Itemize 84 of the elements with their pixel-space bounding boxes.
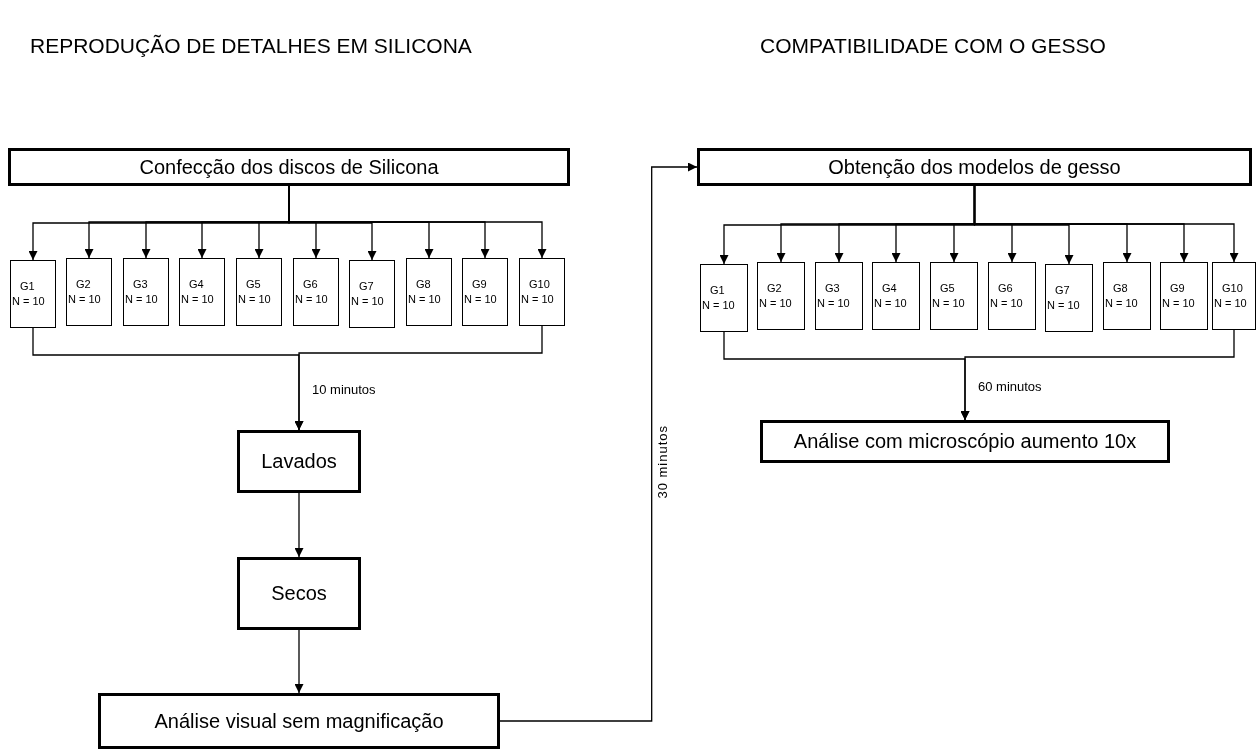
process-box: [237, 557, 361, 630]
group-box: [66, 258, 112, 326]
group-box: [1160, 262, 1208, 330]
group-box: [1103, 262, 1151, 330]
process-box: [8, 148, 570, 186]
sample-size: N = 10: [817, 298, 851, 309]
sample-size: N = 10: [351, 296, 385, 307]
group-name: G9: [471, 279, 488, 290]
group-name: G6: [997, 283, 1014, 294]
sample-size: N = 10: [759, 298, 793, 309]
group-box: [123, 258, 169, 326]
process-label: Secos: [271, 581, 327, 606]
group-name: G10: [528, 279, 551, 290]
sample-size: N = 10: [238, 294, 272, 305]
group-name: G8: [415, 279, 432, 290]
section-heading: REPRODUÇÃO DE DETALHES EM SILICONA: [30, 33, 472, 59]
sample-size: N = 10: [990, 298, 1024, 309]
edge-label: 30 minutos: [655, 424, 669, 500]
process-box: [760, 420, 1170, 463]
arrow: [294, 629, 304, 694]
process-box: [98, 693, 500, 749]
section-heading: COMPATIBILIDADE COM O GESSO: [760, 33, 1106, 59]
group-box: [179, 258, 225, 326]
arrow: [294, 325, 543, 431]
process-label: Obtenção dos modelos de gesso: [828, 154, 1121, 180]
process-box: [237, 430, 361, 493]
sample-size: N = 10: [1214, 298, 1248, 309]
arrow: [960, 329, 1235, 421]
sample-size: N = 10: [874, 298, 908, 309]
sample-size: N = 10: [125, 294, 159, 305]
group-name: G2: [766, 283, 783, 294]
group-box: [1212, 262, 1256, 330]
group-box: [462, 258, 508, 326]
arrow: [288, 185, 547, 259]
sample-size: N = 10: [521, 294, 555, 305]
group-name: G3: [824, 283, 841, 294]
group-name: G7: [1054, 285, 1071, 296]
group-box: [872, 262, 920, 330]
process-label: Lavados: [261, 449, 337, 474]
group-box: [236, 258, 282, 326]
group-name: G6: [302, 279, 319, 290]
sample-size: N = 10: [1047, 300, 1081, 311]
group-name: G7: [358, 281, 375, 292]
group-box: [815, 262, 863, 330]
group-name: G3: [132, 279, 149, 290]
sample-size: N = 10: [68, 294, 102, 305]
sample-size: N = 10: [464, 294, 498, 305]
group-name: G1: [19, 281, 36, 292]
group-box: [349, 260, 395, 328]
group-box: [988, 262, 1036, 330]
sample-size: N = 10: [932, 298, 966, 309]
group-box: [406, 258, 452, 326]
group-name: G10: [1221, 283, 1244, 294]
edge-label: 10 minutos: [311, 382, 377, 396]
arrow: [973, 185, 1239, 263]
sample-size: N = 10: [181, 294, 215, 305]
group-name: G5: [939, 283, 956, 294]
sample-size: N = 10: [408, 294, 442, 305]
group-name: G2: [75, 279, 92, 290]
process-label: Análise visual sem magnificação: [154, 708, 444, 734]
group-box: [930, 262, 978, 330]
group-box: [757, 262, 805, 330]
group-name: G4: [881, 283, 898, 294]
group-name: G4: [188, 279, 205, 290]
sample-size: N = 10: [1162, 298, 1196, 309]
group-box: [1045, 264, 1093, 332]
sample-size: N = 10: [12, 296, 46, 307]
process-box: [697, 148, 1252, 186]
group-name: G5: [245, 279, 262, 290]
process-label: Confecção dos discos de Silicona: [139, 154, 439, 180]
edge-label: 60 minutos: [977, 379, 1043, 393]
sample-size: N = 10: [1105, 298, 1139, 309]
group-box: [519, 258, 565, 326]
group-box: [700, 264, 748, 332]
arrow: [499, 162, 698, 722]
sample-size: N = 10: [295, 294, 329, 305]
group-box: [10, 260, 56, 328]
process-label: Análise com microscópio aumento 10x: [793, 429, 1137, 454]
group-name: G9: [1169, 283, 1186, 294]
sample-size: N = 10: [702, 300, 736, 311]
group-name: G1: [709, 285, 726, 296]
arrow: [294, 492, 304, 558]
group-box: [293, 258, 339, 326]
group-name: G8: [1112, 283, 1129, 294]
